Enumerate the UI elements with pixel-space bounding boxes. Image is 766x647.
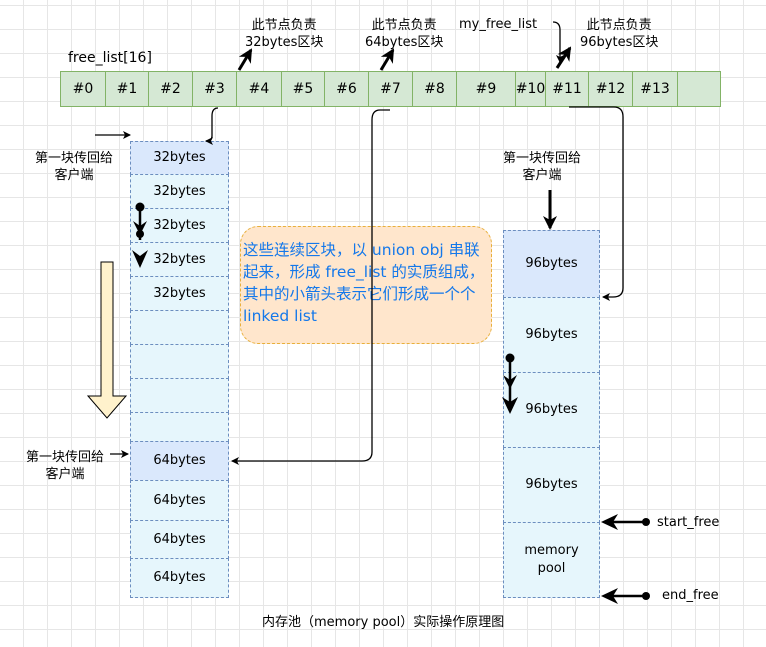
memory-block[interactable]: 32bytes [130, 174, 229, 209]
memory-block[interactable] [130, 412, 229, 442]
node-pointer-arrow-32 [237, 48, 253, 71]
node-label-96: 此节点负责 96bytes区块 [580, 18, 659, 50]
array-cell[interactable]: #12 [588, 71, 633, 107]
array-cell[interactable]: #9 [456, 71, 516, 107]
big-down-arrow-icon [86, 261, 128, 419]
array-cell[interactable] [677, 71, 721, 107]
array-cell[interactable]: #0 [60, 71, 106, 107]
first-block-label-32: 第一块传回给 客户端 [35, 151, 114, 183]
memory-block[interactable]: 64bytes [130, 558, 229, 598]
link-arrow-32 [205, 107, 219, 145]
memory-block[interactable]: 32bytes [130, 242, 229, 277]
array-cell[interactable]: #11 [545, 71, 589, 107]
end-free-arrowhead [601, 588, 618, 604]
start-free-label: start_free [657, 515, 720, 530]
array-cell[interactable]: #10 [515, 71, 546, 107]
array-cell[interactable]: #6 [324, 71, 369, 107]
memory-block[interactable]: 96bytes [503, 372, 600, 448]
my-free-list-pointer [552, 21, 564, 63]
memory-block[interactable]: 64bytes [130, 520, 229, 559]
start-free-arrowhead [601, 514, 618, 530]
memory-block[interactable]: 32bytes [130, 208, 229, 243]
array-cell[interactable]: #3 [192, 71, 237, 107]
memory-block[interactable]: 96bytes [503, 230, 600, 298]
end-free-label: end_free [662, 588, 719, 603]
memory-block[interactable]: 32bytes [130, 141, 229, 175]
node-label-32: 此节点负责 32bytes区块 [245, 18, 324, 50]
node-pointer-arrow-96 [555, 46, 572, 69]
memory-block[interactable]: 96bytes [503, 297, 600, 373]
memory-block[interactable]: 64bytes [130, 441, 229, 481]
node-label-64: 此节点负责 64bytes区块 [365, 18, 444, 50]
memory-pool-block[interactable]: memory pool [503, 522, 600, 598]
array-cell[interactable]: #2 [148, 71, 193, 107]
first-block-label-96: 第一块传回给 客户端 [503, 151, 582, 183]
array-cell[interactable]: #7 [368, 71, 413, 107]
end-free-dot [642, 592, 650, 600]
array-cell[interactable]: #1 [105, 71, 149, 107]
memory-block[interactable]: 64bytes [130, 480, 229, 521]
start-free-dot [642, 518, 650, 526]
explanation-note: 这些连续区块，以 union obj 串联起来，形成 free_list 的实质… [240, 226, 492, 344]
first-block-label-64: 第一块传回给 客户端 [26, 450, 105, 482]
array-cell[interactable]: #8 [412, 71, 457, 107]
array-cell[interactable]: #5 [281, 71, 325, 107]
diagram-caption: 内存池（memory pool）实际操作原理图 [262, 615, 505, 630]
array-label: free_list[16] [68, 50, 152, 66]
memory-block[interactable] [130, 378, 229, 413]
memory-block[interactable]: 32bytes [130, 276, 229, 311]
array-cell[interactable]: #13 [632, 71, 678, 107]
array-cell[interactable]: #4 [236, 71, 282, 107]
memory-block[interactable]: 96bytes [503, 447, 600, 523]
my-free-list-label: my_free_list [459, 17, 538, 32]
memory-block[interactable] [130, 344, 229, 379]
memory-block[interactable] [130, 310, 229, 345]
node-pointer-arrow-64 [379, 48, 395, 71]
